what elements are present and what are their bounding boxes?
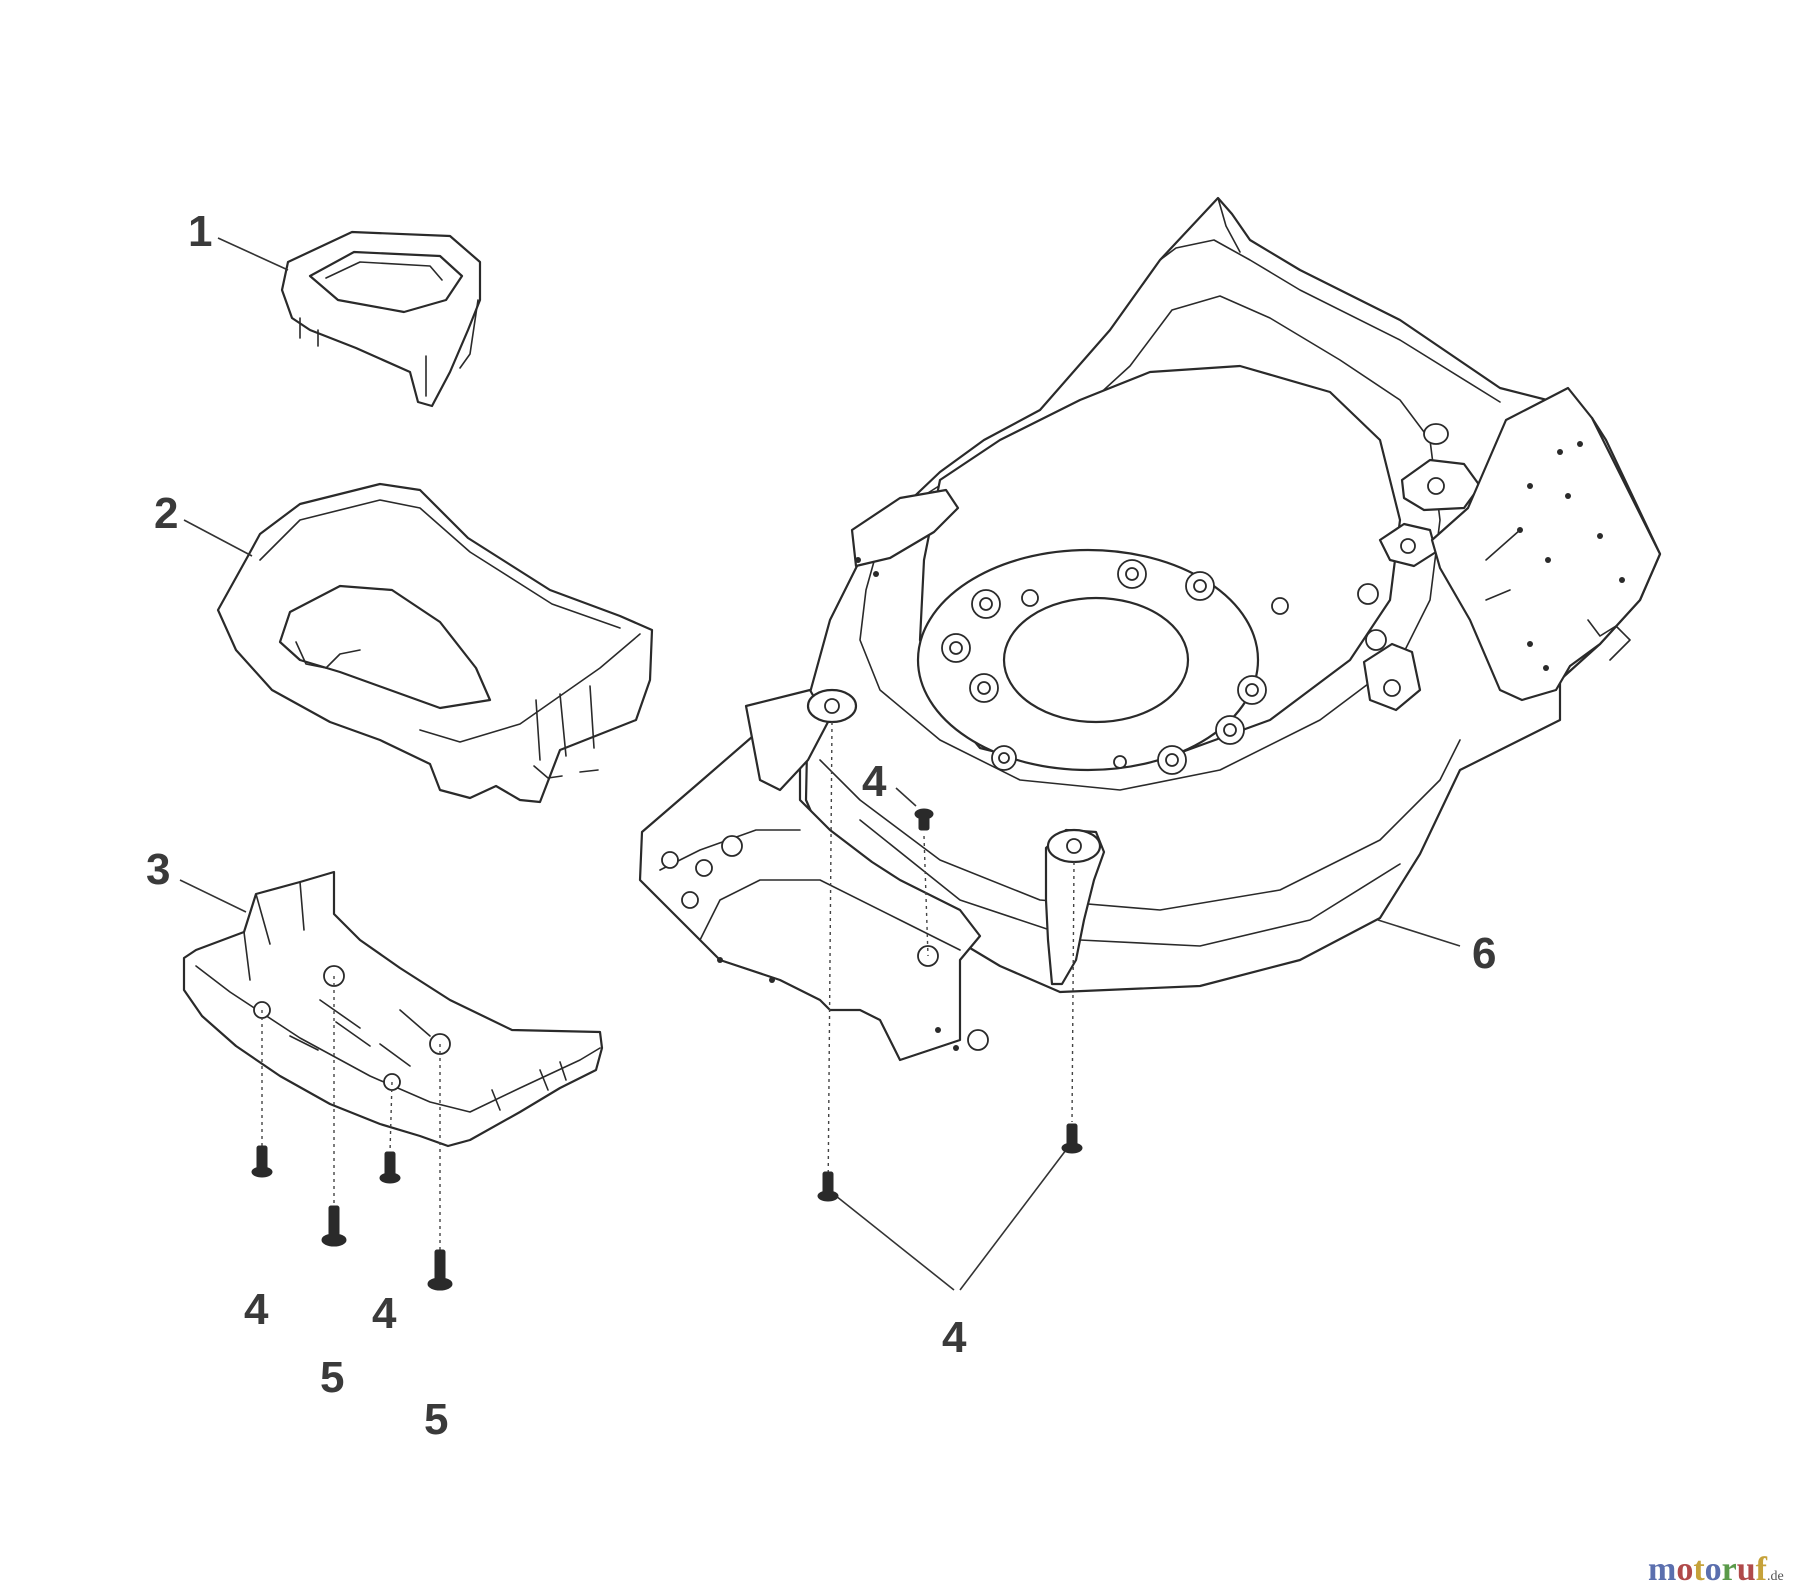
screw-group: [251, 808, 1083, 1291]
callout-labels: 1 2 3 4 4 4 4 5 5 6: [146, 207, 1496, 1444]
callout-1: 1: [188, 207, 212, 256]
watermark-letter: m: [1648, 1551, 1676, 1588]
svg-text:motoruf.de: motoruf.de: [1648, 1551, 1784, 1588]
watermark-letter: o: [1705, 1551, 1722, 1588]
watermark-letter: u: [1737, 1551, 1756, 1588]
watermark-letter: r: [1722, 1551, 1737, 1588]
part-6-deck: [638, 196, 1662, 1062]
watermark-suffix: .de: [1767, 1569, 1784, 1584]
callout-4-deck-center: 4: [862, 757, 887, 806]
part-2-cover: [216, 482, 654, 804]
callout-4-deck-bottom: 4: [942, 1313, 967, 1362]
watermark-letter: t: [1693, 1551, 1705, 1588]
callout-4-tray-right: 4: [372, 1289, 397, 1338]
watermark-letter: o: [1676, 1551, 1693, 1588]
callout-3: 3: [146, 845, 170, 894]
screw-4-tray-right: [379, 1151, 401, 1184]
leader-lines: [179, 237, 1461, 1291]
screw-4-deck-center: [914, 808, 934, 831]
watermark-logo: motoruf.de: [1648, 1551, 1784, 1588]
screw-4-tray-left: [251, 1145, 273, 1178]
callout-5-tray-left: 5: [320, 1353, 344, 1402]
callout-6: 6: [1472, 929, 1496, 978]
callout-2: 2: [154, 489, 178, 538]
callout-4-tray-left: 4: [244, 1285, 269, 1334]
callout-5-tray-right: 5: [424, 1395, 448, 1444]
watermark-letter: f: [1756, 1551, 1768, 1588]
part-1-cap: [280, 230, 482, 408]
screw-4-deck-front-right: [1061, 1123, 1083, 1154]
screw-5-tray-left: [321, 1205, 347, 1247]
screw-4-deck-front-left: [817, 1171, 839, 1202]
part-3-tray: [182, 870, 604, 1148]
screw-5-tray-right: [427, 1249, 453, 1291]
